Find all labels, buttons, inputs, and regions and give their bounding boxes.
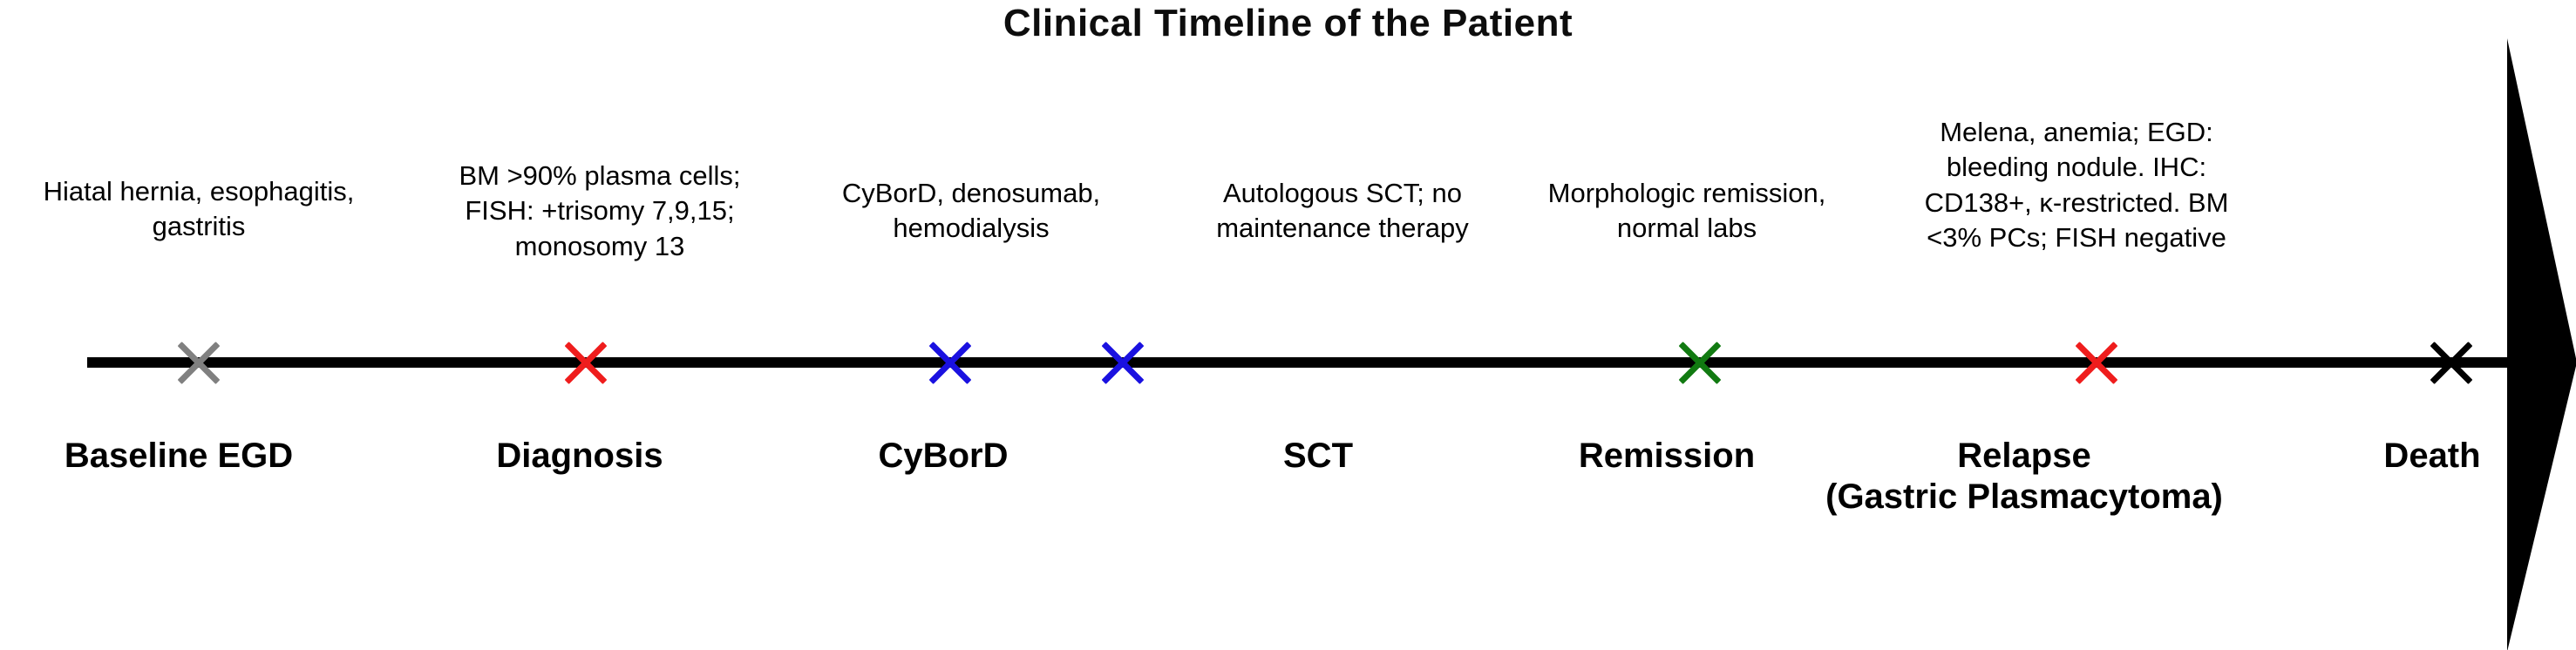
event-label-baseline-egd: Baseline EGD xyxy=(65,436,293,477)
annotation-line: <3% PCs; FISH negative xyxy=(1927,221,2226,253)
event-annotation-baseline-egd: Hiatal hernia, esophagitis, gastritis xyxy=(0,174,404,245)
annotation-line: FISH: +trisomy 7,9,15; xyxy=(465,195,735,227)
event-annotation-cyborD: CyBorD, denosumab, hemodialysis xyxy=(797,176,1145,247)
event-label-text: Relapse xyxy=(1957,437,2091,475)
event-label-text: Baseline EGD xyxy=(64,437,294,475)
event-label-relapse: Relapse(Gastric Plasmacytoma) xyxy=(1825,436,2223,518)
annotation-line: CD138+, κ-restricted. BM xyxy=(1924,186,2229,218)
event-annotation-sct: Autologous SCT; no maintenance therapy xyxy=(1168,176,1517,247)
annotation-line: maintenance therapy xyxy=(1216,213,1469,244)
annotation-line: CyBorD, denosumab, xyxy=(841,178,1101,208)
annotation-line: hemodialysis xyxy=(893,213,1050,244)
event-sublabel-text: (Gastric Plasmacytoma) xyxy=(1825,477,2223,517)
event-label-text: Death xyxy=(2383,437,2481,475)
event-marker-cyborD[interactable] xyxy=(927,339,974,386)
annotation-line: monosomy 13 xyxy=(514,230,685,261)
event-marker-sct[interactable] xyxy=(1099,339,1146,386)
event-label-text: SCT xyxy=(1283,437,1353,475)
annotation-line: normal labs xyxy=(1616,213,1757,244)
annotation-line: bleeding nodule. IHC: xyxy=(1946,152,2207,183)
event-label-sct: SCT xyxy=(1283,436,1353,477)
event-label-death: Death xyxy=(2383,436,2480,477)
annotation-line: Autologous SCT; no xyxy=(1222,178,1462,208)
event-label-text: Diagnosis xyxy=(496,437,663,475)
annotation-line: Morphologic remission, xyxy=(1547,178,1826,208)
timeline-axis-line xyxy=(87,357,2528,368)
annotation-line: BM >90% plasma cells; xyxy=(459,160,741,191)
page-title: Clinical Timeline of the Patient xyxy=(1003,2,1573,44)
event-annotation-remission: Morphologic remission, normal labs xyxy=(1504,176,1870,247)
event-marker-relapse[interactable] xyxy=(2073,339,2120,386)
event-annotation-diagnosis: BM >90% plasma cells; FISH: +trisomy 7,9,… xyxy=(408,159,792,264)
annotation-line: gastritis xyxy=(152,211,246,242)
event-annotation-relapse: Melena, anemia; EGD: bleeding nodule. IHC… xyxy=(1867,115,2286,255)
event-label-remission: Remission xyxy=(1579,436,1755,477)
event-label-diagnosis: Diagnosis xyxy=(496,436,663,477)
annotation-line: Hiatal hernia, esophagitis, xyxy=(43,176,355,207)
timeline-arrowhead-icon xyxy=(2507,38,2576,650)
event-label-cyborD: CyBorD xyxy=(879,436,1009,477)
annotation-line: Melena, anemia; EGD: xyxy=(1940,117,2213,147)
event-marker-diagnosis[interactable] xyxy=(562,339,609,386)
event-marker-remission[interactable] xyxy=(1676,339,1723,386)
event-marker-baseline-egd[interactable] xyxy=(175,339,222,386)
event-label-text: CyBorD xyxy=(878,437,1009,475)
event-marker-death[interactable] xyxy=(2428,339,2475,386)
event-label-text: Remission xyxy=(1578,437,1756,475)
